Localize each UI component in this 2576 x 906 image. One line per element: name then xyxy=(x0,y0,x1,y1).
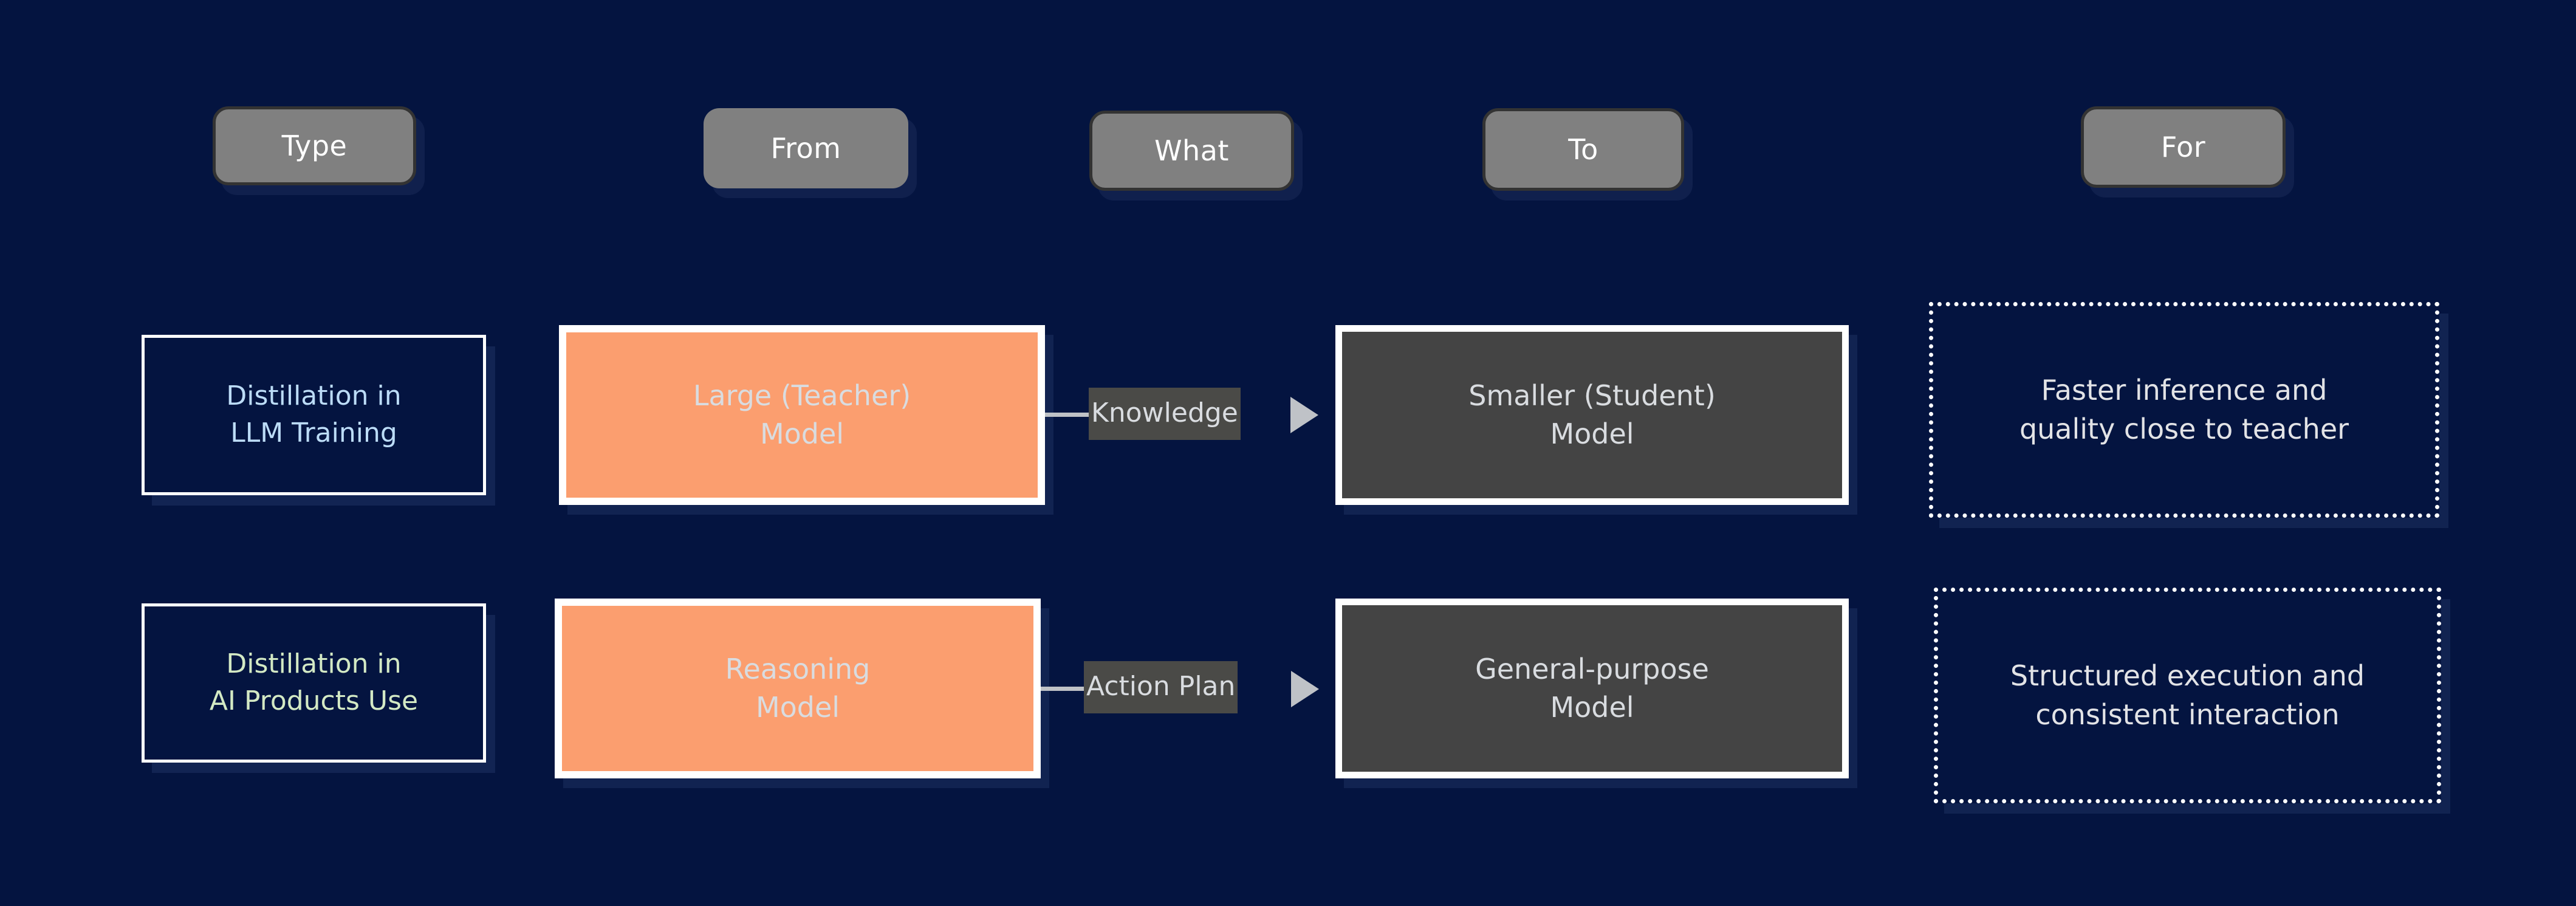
row-type-line2: LLM Training xyxy=(230,417,397,448)
column-header-from: From xyxy=(704,108,908,188)
row-what-label: Action Plan xyxy=(1084,661,1238,713)
row-from-cell: Reasoning Model xyxy=(555,599,1041,778)
row-type-line2: AI Products Use xyxy=(209,685,419,716)
row-what-label-text: Knowledge xyxy=(1091,397,1238,428)
column-header-for: For xyxy=(2081,106,2286,188)
row-type-line1: Distillation in xyxy=(226,648,402,680)
row-to-cell: General-purpose Model xyxy=(1335,599,1849,778)
column-header-what: What xyxy=(1089,111,1294,191)
row-for-line2: consistent interaction xyxy=(2035,698,2340,731)
row-for-cell: Faster inference and quality close to te… xyxy=(1929,302,2439,518)
row-from-line2: Model xyxy=(759,417,844,450)
row-connector-line xyxy=(1041,687,1098,691)
row-type-cell: Distillation in LLM Training xyxy=(142,335,486,495)
row-for-line2: quality close to teacher xyxy=(2019,412,2349,445)
row-to-line2: Model xyxy=(1550,417,1634,450)
row-for-line1: Structured execution and xyxy=(2010,659,2365,693)
row-to-line1: General-purpose xyxy=(1475,652,1709,685)
column-header-to: To xyxy=(1482,108,1684,191)
column-header-type: Type xyxy=(213,106,416,185)
row-type-cell: Distillation in AI Products Use xyxy=(142,603,486,763)
row-what-label: Knowledge xyxy=(1089,388,1241,440)
column-header-type-label: Type xyxy=(281,129,348,162)
column-header-from-label: From xyxy=(770,132,841,165)
row-to-line1: Smaller (Student) xyxy=(1468,379,1716,412)
row-for-cell: Structured execution and consistent inte… xyxy=(1934,588,2441,803)
column-header-to-label: To xyxy=(1568,133,1598,166)
row-for-line1: Faster inference and xyxy=(2041,374,2328,407)
row-what-label-text: Action Plan xyxy=(1086,670,1236,702)
row-connector-line xyxy=(1045,413,1106,417)
row-connector-arrow-icon xyxy=(1290,397,1318,433)
row-from-cell: Large (Teacher) Model xyxy=(559,325,1045,505)
row-from-line1: Large (Teacher) xyxy=(693,379,911,412)
column-header-what-label: What xyxy=(1154,134,1229,167)
row-type-line1: Distillation in xyxy=(226,380,402,412)
column-header-for-label: For xyxy=(2160,131,2206,163)
row-connector-arrow-icon xyxy=(1291,671,1319,707)
row-from-line2: Model xyxy=(755,691,840,724)
row-to-line2: Model xyxy=(1550,691,1634,724)
row-from-line1: Reasoning xyxy=(725,652,871,685)
row-to-cell: Smaller (Student) Model xyxy=(1335,325,1849,505)
